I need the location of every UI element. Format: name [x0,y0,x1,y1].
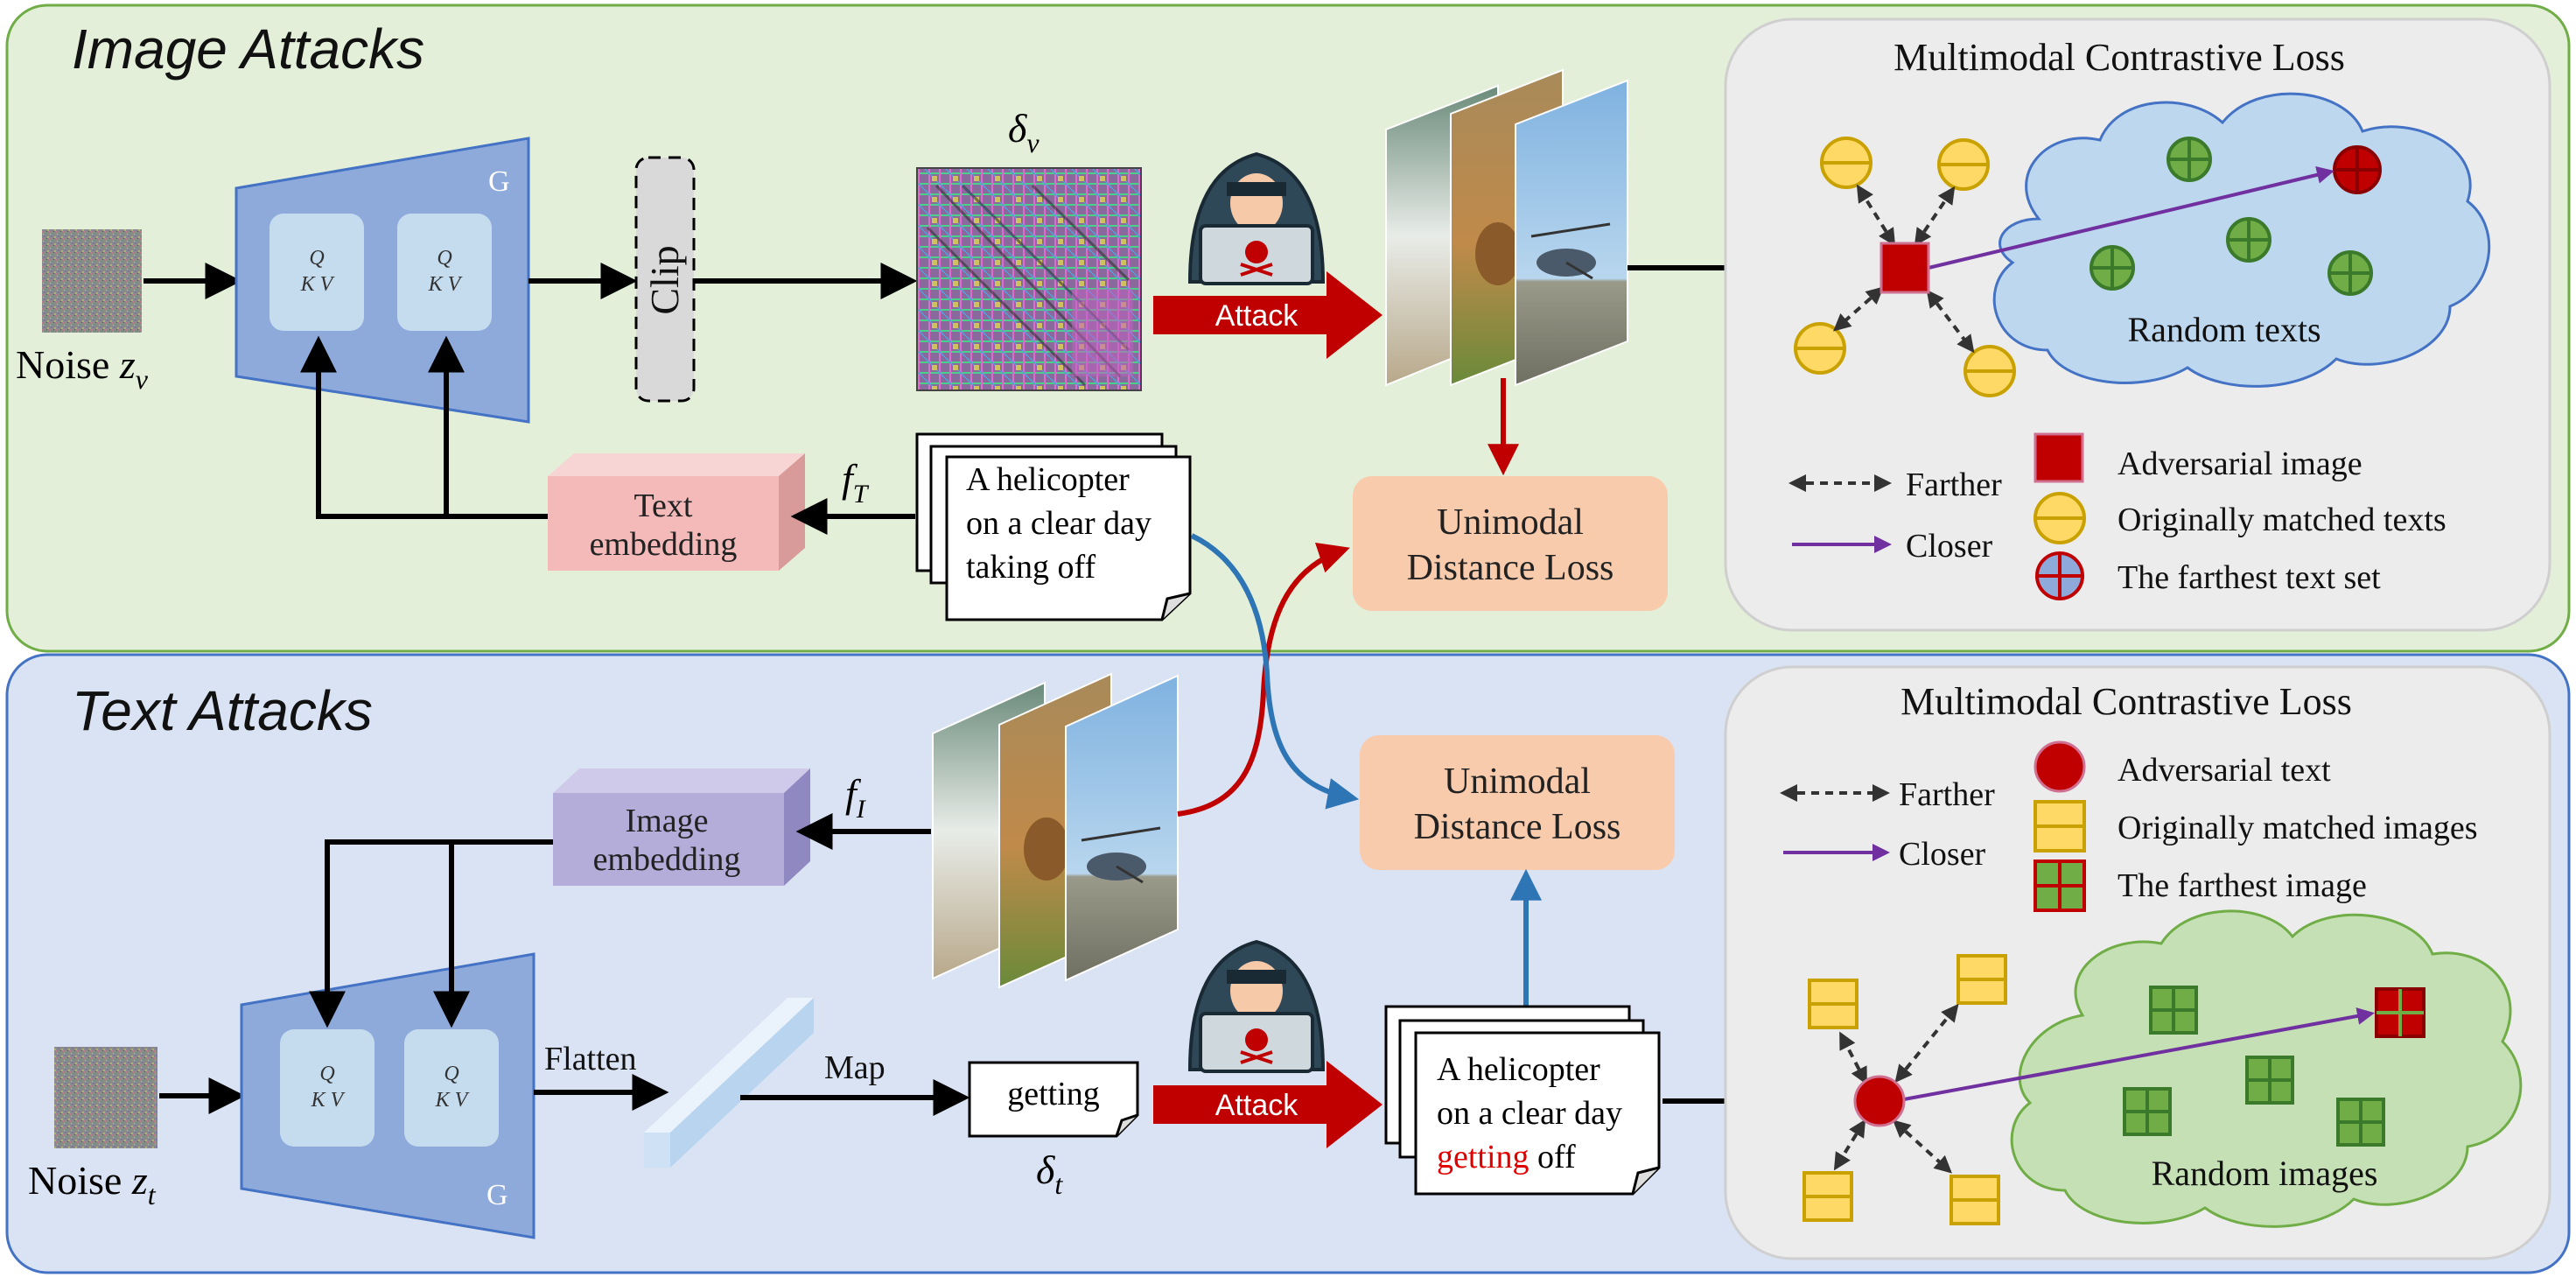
legend-swatch-adv-image [2034,432,2084,483]
legend-swatch-farthest-text [2035,551,2084,600]
map-label: Map [824,1049,886,1086]
qkv-block-3 [280,1029,374,1147]
svg-text:K V: K V [300,273,335,296]
attack-arrow [1153,271,1382,359]
hacker-icon [1187,939,1326,1073]
arrow-images-to-unimodal-loss-top [1177,543,1350,817]
generator-label-v: G [488,165,510,198]
adversarial-image-point [1880,242,1930,294]
svg-text:Q: Q [319,1063,334,1085]
random-texts-label: Random texts [2127,310,2320,349]
legend-matched-texts: Originally matched texts [2118,502,2446,538]
svg-text:Q: Q [437,247,452,270]
generator-label-t: G [486,1179,508,1211]
noise-image-t [54,1047,158,1148]
closer-arrow-top [1928,165,2334,270]
legend-swatch-farthest-image [2034,860,2086,912]
text-attacks-title: Text Attacks [72,679,373,742]
contrastive-title-top: Multimodal Contrastive Loss [1894,36,2345,79]
legend-swatch-matched-image [2034,800,2086,852]
farther-arrows-top [1833,184,1975,354]
farther-arrows-bottom [1833,1003,1959,1174]
delta-t-label: δt [1036,1147,1063,1200]
legend-matched-images: Originally matched images [2118,810,2478,846]
legend-farthest-text: The farthest text set [2118,559,2381,596]
legend-closer-bottom: Closer [1899,836,1986,873]
svg-text:K V: K V [428,273,463,296]
unimodal-loss-bottom [1360,735,1675,870]
svg-text:K V: K V [435,1089,470,1112]
feedback-loop-bottom [309,839,553,1028]
closer-arrow-bottom [1903,1007,2375,1101]
contrastive-title-bottom: Multimodal Contrastive Loss [1900,680,2352,723]
legend-adv-text: Adversarial text [2118,752,2331,789]
helicopter-photo-stack [1385,68,1628,387]
qkv-block-2 [397,214,492,331]
helicopter-photo-stack-bottom [932,672,1179,989]
noise-label-v: Noise zv [16,342,149,395]
flatten-label: Flatten [544,1041,637,1077]
unimodal-loss-top [1353,476,1668,611]
svg-text:Q: Q [444,1063,458,1085]
legend-adv-image: Adversarial image [2118,446,2362,482]
legend-farther-top: Farther [1906,467,2002,503]
text-embedding-block [548,453,805,571]
legend-closer-top: Closer [1906,528,1993,565]
qkv-block-1 [270,214,364,331]
image-attacks-title: Image Attacks [72,18,424,81]
feedback-loop-top [300,335,548,519]
svg-text:K V: K V [311,1089,346,1112]
farthest-text-set-marker [2333,145,2382,194]
adversarial-caption-stack [1384,1005,1661,1196]
clip-label: Clip [642,245,687,314]
token-text: getting [1007,1076,1100,1112]
document-stack-icon [915,432,1192,621]
hacker-icon [1187,151,1326,285]
adversarial-text-point [1853,1075,1906,1127]
svg-text:Q: Q [309,247,324,270]
qkv-block-4 [404,1029,499,1147]
flatten-vector [644,998,814,1168]
legend-swatch-matched-text [2034,492,2086,544]
arrow-caption-to-unimodal-loss-bottom [1190,533,1360,810]
noise-label-t: Noise zt [28,1158,157,1210]
random-images-label: Random images [2152,1154,2378,1193]
farthest-image-marker [2375,987,2426,1038]
noise-image-v [42,229,142,333]
image-embedding-block [553,768,810,886]
attack-arrow-bottom [1153,1061,1382,1148]
legend-farther-bottom: Farther [1899,776,1995,813]
attack-label-bottom: Attack [1215,1089,1298,1122]
legend-farthest-image: The farthest image [2118,867,2367,904]
delta-v-label: δv [1008,106,1040,158]
attack-label: Attack [1215,299,1298,333]
legend-swatch-adv-text [2034,740,2086,793]
